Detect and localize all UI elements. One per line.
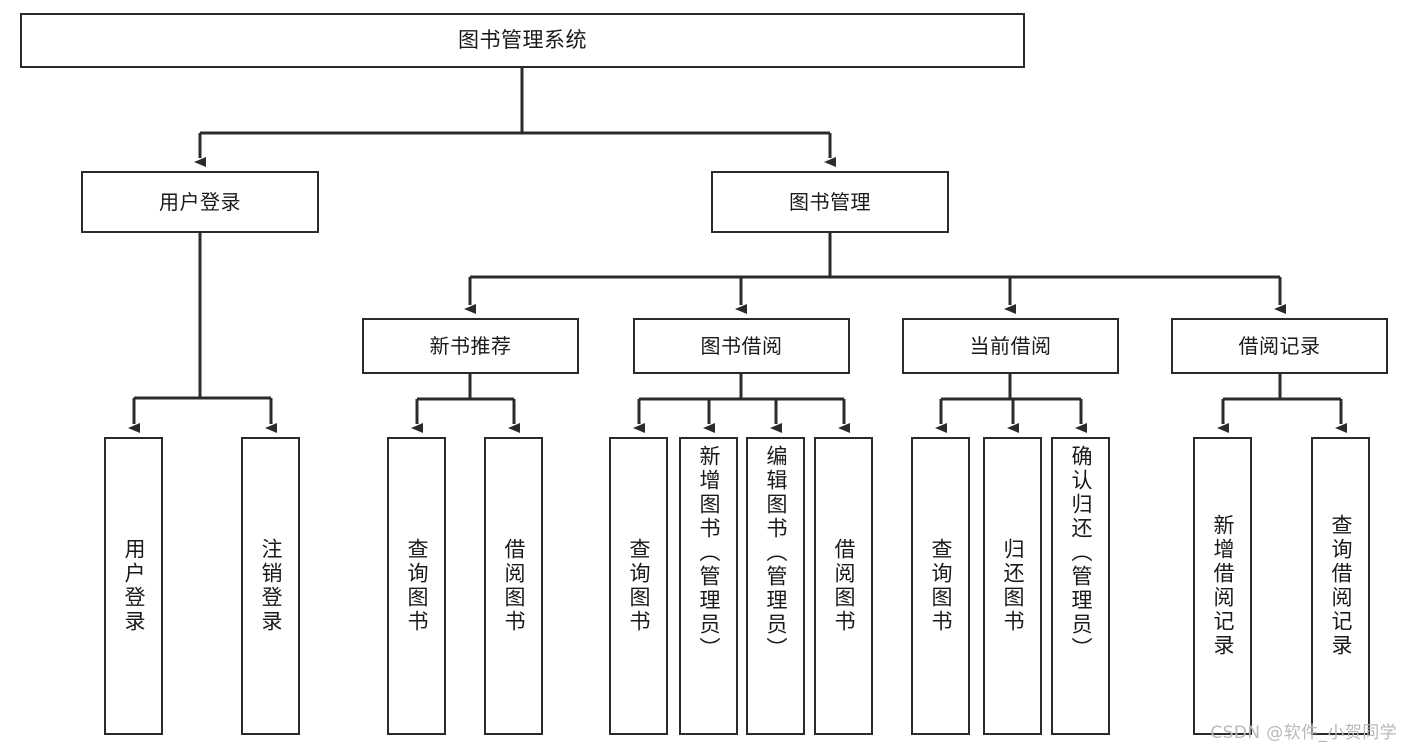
- node-leaf-query-book-3[interactable]: 查询图书: [911, 437, 970, 735]
- node-leaf-borrow-book-2-label: 借阅图书: [832, 538, 856, 634]
- node-leaf-confirm-return-label: 确认归还（管理员）: [1069, 445, 1093, 661]
- node-book-manage[interactable]: 图书管理: [711, 171, 949, 233]
- node-new-book-recommend[interactable]: 新书推荐: [362, 318, 579, 374]
- node-current-borrow[interactable]: 当前借阅: [902, 318, 1119, 374]
- node-leaf-query-borrow-record-label: 查询借阅记录: [1329, 514, 1353, 658]
- watermark-text: CSDN @软件_小贺同学: [1210, 723, 1397, 743]
- node-root-system[interactable]: 图书管理系统: [20, 13, 1025, 68]
- node-borrow-record-label: 借阅记录: [1238, 333, 1321, 358]
- node-leaf-user-login[interactable]: 用户登录: [104, 437, 163, 735]
- node-leaf-query-book-3-label: 查询图书: [929, 538, 953, 634]
- node-leaf-borrow-book-1[interactable]: 借阅图书: [484, 437, 543, 735]
- node-leaf-edit-book-label: 编辑图书（管理员）: [764, 445, 788, 661]
- node-borrow-record[interactable]: 借阅记录: [1171, 318, 1388, 374]
- node-leaf-query-borrow-record[interactable]: 查询借阅记录: [1311, 437, 1370, 735]
- node-leaf-user-logout[interactable]: 注销登录: [241, 437, 300, 735]
- node-root-label: 图书管理系统: [458, 28, 587, 53]
- node-leaf-borrow-book-1-label: 借阅图书: [502, 538, 526, 634]
- node-leaf-add-borrow-record-label: 新增借阅记录: [1211, 514, 1235, 658]
- node-leaf-add-book[interactable]: 新增图书（管理员）: [679, 437, 738, 735]
- node-leaf-user-login-label: 用户登录: [122, 538, 146, 634]
- node-leaf-add-borrow-record[interactable]: 新增借阅记录: [1193, 437, 1252, 735]
- node-leaf-add-book-label: 新增图书（管理员）: [697, 445, 721, 661]
- node-leaf-query-book-2[interactable]: 查询图书: [609, 437, 668, 735]
- node-current-borrow-label: 当前借阅: [969, 333, 1052, 358]
- node-leaf-return-book-label: 归还图书: [1001, 538, 1025, 634]
- node-leaf-query-book-1-label: 查询图书: [405, 538, 429, 634]
- node-leaf-borrow-book-2[interactable]: 借阅图书: [814, 437, 873, 735]
- node-book-manage-label: 图书管理: [789, 189, 871, 214]
- node-user-login[interactable]: 用户登录: [81, 171, 319, 233]
- node-leaf-query-book-2-label: 查询图书: [627, 538, 651, 634]
- node-leaf-confirm-return[interactable]: 确认归还（管理员）: [1051, 437, 1110, 735]
- node-user-login-label: 用户登录: [159, 189, 241, 214]
- node-leaf-return-book[interactable]: 归还图书: [983, 437, 1042, 735]
- node-leaf-user-logout-label: 注销登录: [259, 538, 283, 634]
- node-leaf-query-book-1[interactable]: 查询图书: [387, 437, 446, 735]
- node-leaf-edit-book[interactable]: 编辑图书（管理员）: [746, 437, 805, 735]
- node-book-borrow[interactable]: 图书借阅: [633, 318, 850, 374]
- node-new-book-recommend-label: 新书推荐: [429, 333, 512, 358]
- node-book-borrow-label: 图书借阅: [700, 333, 783, 358]
